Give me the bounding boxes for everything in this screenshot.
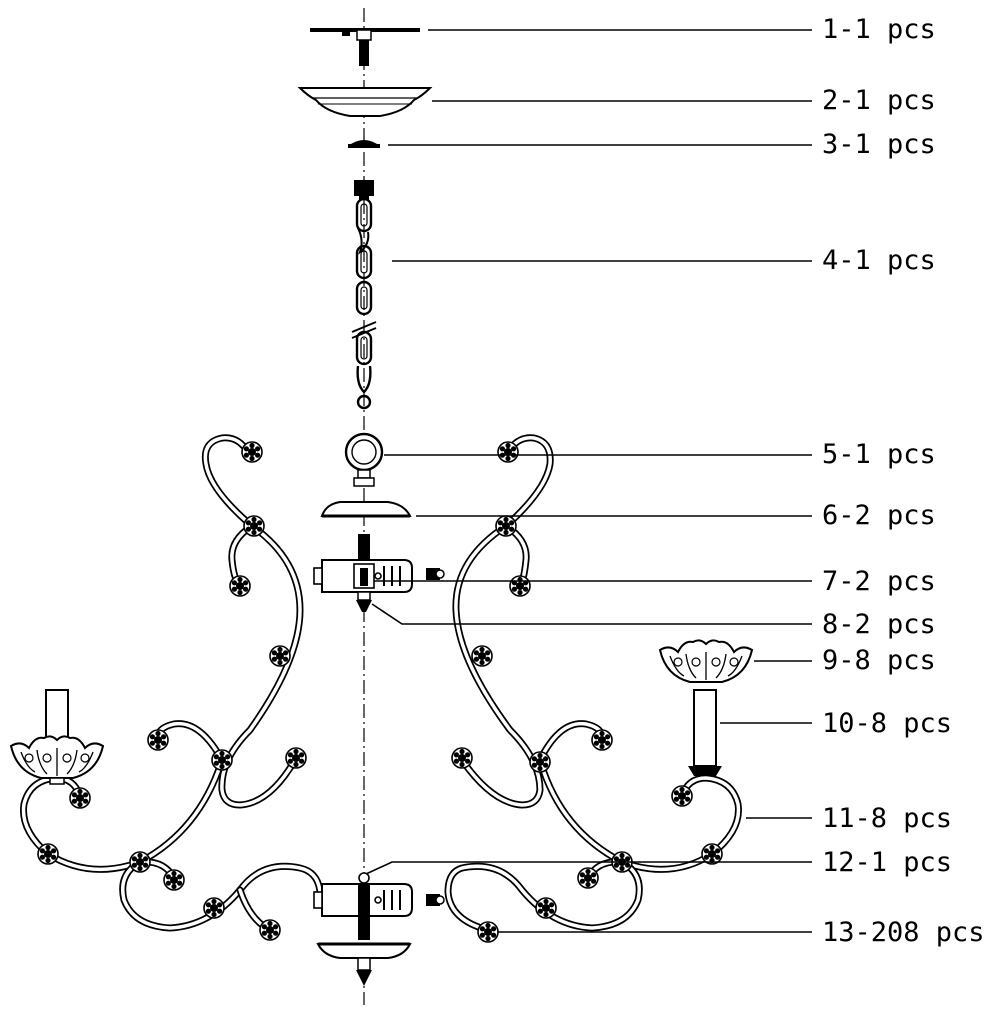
part-3-canopy-nut: [348, 140, 380, 148]
part-label-13: 13-208 pcs: [822, 917, 985, 948]
part-label-8: 8-2 pcs: [822, 609, 936, 640]
part-12-lower-hub: [313, 872, 445, 986]
part-label-6: 6-2 pcs: [822, 500, 936, 531]
part-8-nut: [356, 591, 372, 612]
part-5-loop: [344, 432, 384, 487]
part-9-bobeche-right: [659, 639, 753, 683]
part-label-1: 1-1 pcs: [822, 14, 936, 45]
part-label-3: 3-1 pcs: [822, 129, 936, 160]
part-label-5: 5-1 pcs: [822, 439, 936, 470]
part-label-7: 7-2 pcs: [822, 566, 936, 597]
part-9-bobeche-left: [10, 735, 104, 785]
part-label-9: 9-8 pcs: [822, 645, 936, 676]
part-label-10: 10-8 pcs: [822, 708, 953, 739]
part-2-canopy: [297, 87, 433, 117]
part-label-4: 4-1 pcs: [822, 245, 936, 276]
part-6-cap: [320, 501, 412, 518]
part-label-2: 2-1 pcs: [822, 85, 936, 116]
part-label-11: 11-8 pcs: [822, 803, 953, 834]
part-label-12: 12-1 pcs: [822, 847, 953, 878]
part-4-chain: [351, 180, 377, 410]
leader-8: [371, 603, 812, 625]
part-7-hub-upper: [313, 534, 445, 593]
leader-12: [365, 861, 812, 875]
leader-lines: [365, 29, 812, 933]
part-1-mounting-plate: [310, 28, 420, 66]
part-10-candle-sleeve-right: [688, 689, 722, 776]
